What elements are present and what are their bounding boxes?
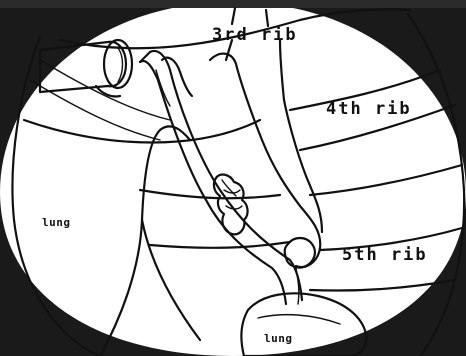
rib3-leader-right (280, 40, 284, 100)
tissue-strand (140, 51, 302, 304)
rib3-marker-2 (266, 10, 268, 26)
central-tissue-contour (210, 54, 320, 267)
knot-structure (285, 238, 315, 268)
rib5-label: 5th rib (342, 245, 428, 265)
rib3-marker-1 (232, 8, 235, 24)
left-lung-label: lung (42, 216, 71, 229)
bottom-lung-fissure (258, 315, 340, 324)
rib4-label: 4th rib (326, 99, 412, 119)
strand-tail (296, 268, 299, 304)
top-dark-band (0, 0, 466, 8)
left-lung-lower-edge (142, 220, 200, 340)
central-tissue-contour-right (284, 100, 322, 232)
rib3-label: 3rd rib (212, 25, 298, 45)
bottom-lung-label: lung (264, 332, 293, 345)
left-lung-outline (100, 126, 190, 356)
